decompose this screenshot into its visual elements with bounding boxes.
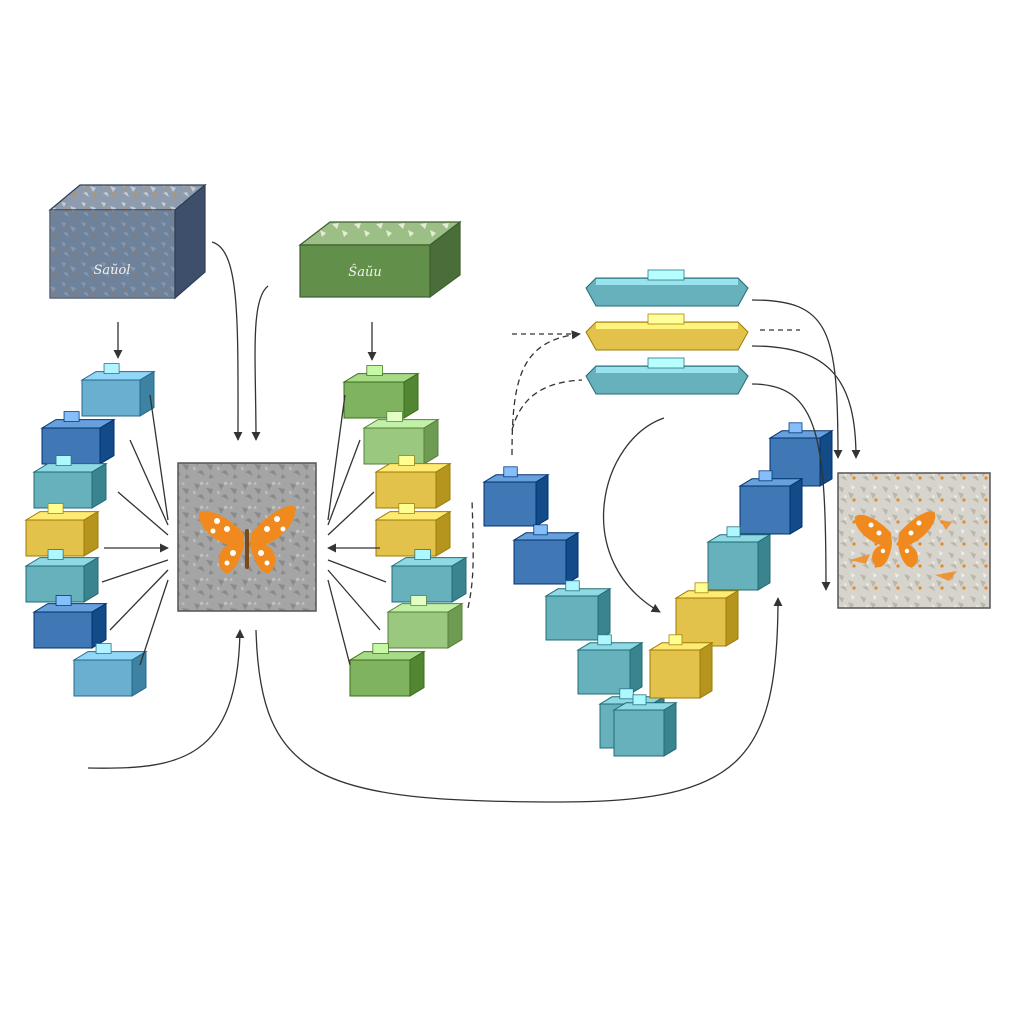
left-encoder-block bbox=[32, 595, 108, 649]
decoder-right-block bbox=[738, 470, 804, 535]
right-encoder-block bbox=[374, 503, 452, 557]
satellite-input-label: Saŭol bbox=[93, 263, 130, 278]
feature-bars bbox=[585, 269, 749, 395]
right-encoder-block bbox=[362, 411, 440, 465]
left-encoder-block bbox=[80, 363, 156, 417]
decoder-right-block bbox=[706, 526, 772, 591]
left-encoder-column bbox=[24, 363, 156, 697]
output-panel bbox=[837, 472, 991, 609]
decoder-left-block bbox=[482, 466, 550, 527]
right-encoder-block bbox=[342, 365, 420, 419]
satellite-input-block: Saŭol bbox=[48, 183, 207, 300]
center-feature-panel bbox=[177, 462, 317, 612]
butterfly-icon bbox=[198, 505, 296, 574]
butterfly-icon bbox=[854, 511, 936, 568]
decoder-right-block bbox=[674, 582, 740, 647]
decoder-right-block bbox=[648, 634, 714, 699]
right-encoder-block bbox=[374, 455, 452, 509]
left-encoder-block bbox=[72, 643, 148, 697]
feature-bar bbox=[585, 313, 749, 351]
connector-arrows bbox=[87, 241, 861, 803]
right-encoder-block bbox=[386, 595, 464, 649]
decoder-left-block bbox=[544, 580, 612, 641]
mask-input-label: Ŝaŭu bbox=[348, 263, 381, 280]
decoder-left-block bbox=[512, 524, 580, 585]
mask-input-block: Ŝaŭu bbox=[298, 220, 462, 299]
left-encoder-block bbox=[24, 549, 100, 603]
right-encoder-column bbox=[342, 365, 468, 697]
feature-bar bbox=[585, 357, 749, 395]
v-shaped-network bbox=[482, 422, 834, 757]
decoder-left-block bbox=[576, 634, 644, 695]
decoder-right-block bbox=[768, 422, 834, 487]
left-encoder-block bbox=[40, 411, 116, 465]
left-encoder-block bbox=[32, 455, 108, 509]
left-encoder-block bbox=[24, 503, 100, 557]
decoder-bottom-block bbox=[612, 694, 678, 757]
right-encoder-block bbox=[348, 643, 426, 697]
right-encoder-block bbox=[390, 549, 468, 603]
feature-bar bbox=[585, 269, 749, 307]
